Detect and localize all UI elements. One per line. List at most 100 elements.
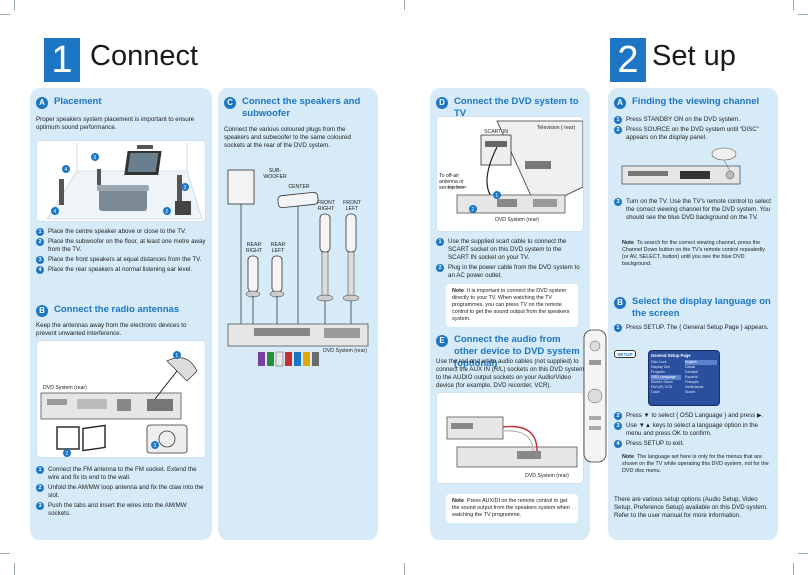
page2-title: Set up [652,40,736,72]
menu-options: English Dansk Deutsch Español Français N… [685,360,717,395]
svg-text:4: 4 [53,209,56,215]
audio-note: Note Press AUX/DI on the remote control … [446,494,578,523]
menu-title: General Setup Page [651,353,691,358]
svg-text:3: 3 [93,155,96,161]
svg-text:3: 3 [153,443,156,449]
language-heading: B Select the display language on the scr… [614,296,774,320]
section-badge: D [436,97,448,109]
audio-illustration: DVD System (rear) [436,392,584,484]
section-title: Connect the audio from other device to D… [454,334,580,369]
section-badge: A [36,97,48,109]
crop-mark [0,553,10,554]
remote-illustration [580,326,610,466]
list-item: Suomi [685,390,696,394]
crop-mark [793,0,794,10]
device-label: DVD System (rear) [525,473,569,479]
antennas-intro: Keep the antennas away from the electron… [36,322,187,337]
list-item: Dansk [685,365,696,369]
section-badge: B [36,305,48,317]
fold-mark [404,563,405,575]
subwoofer-label: SUB-WOOFER [263,168,287,180]
list-item: Español [685,375,698,379]
section-title: Select the display language on the scree… [632,296,771,319]
section-title: Connect the DVD system to TV [454,96,579,119]
svg-text:2: 2 [471,207,474,213]
menu-items: Disc Lock Display Dim Program OSD Langua… [651,360,681,395]
speakers-intro: Connect the various coloured plugs from … [224,126,351,149]
device-label: DVD System (rear) [323,348,367,354]
television-label: Television ( rear) [536,125,576,131]
crop-mark [0,14,10,15]
center-label: CENTER [288,184,310,190]
placement-intro: Proper speakers system placement is impo… [36,116,195,131]
svg-text:4: 4 [64,167,67,173]
list-item: Deutsch [685,370,699,374]
svg-text:3: 3 [183,185,186,191]
svg-text:1: 1 [175,353,178,359]
crop-mark [793,563,794,575]
list-item: Disc Lock [651,360,667,364]
rear-right-label: REAR RIGHT [245,242,263,254]
crop-mark [14,0,15,10]
crop-mark [798,553,808,554]
svg-text:2: 2 [165,209,168,215]
language-note: Note The language set here is only for t… [622,454,769,474]
list-item: Program [651,370,665,374]
section-title: Placement [54,96,102,107]
section-badge: E [436,335,448,347]
list-item: Display Dim [651,365,671,369]
crop-mark [14,563,15,575]
svg-text:1: 1 [495,193,498,199]
list-item: Screen Saver [651,380,673,384]
device-label: DVD System (rear) [495,217,539,223]
antennas-heading: B Connect the radio antennas [36,304,206,317]
off-air-label: To off-air antenna or set-top box [439,173,465,191]
fold-mark [404,0,405,10]
placement-heading: A Placement [36,96,206,109]
room-illustration: 4 3 3 2 4 [36,140,206,222]
list-item: OSD Language [651,375,681,380]
front-left-label: FRONT LEFT [343,200,361,212]
setup-key: SETUP [614,350,636,358]
channel-note: Note To search for the correct viewing c… [622,240,765,267]
page1-title: Connect [90,40,199,72]
front-right-label: FRONT RIGHT [317,200,335,212]
section-title: Finding the viewing channel [632,96,760,107]
scart-in-label: SCART IN [483,129,509,135]
tv-illustration: 2 1 SCART IN Television ( rear) To off-a… [436,116,584,232]
speakers-heading: C Connect the speakers and subwoofer [224,96,374,120]
tv-note: Note It is important to connect the DVD … [446,284,578,327]
rear-left-label: REAR LEFT [270,242,286,254]
list-item: Français [685,380,699,384]
section-badge: C [224,97,236,109]
audio-heading: E Connect the audio from other device to… [436,334,586,370]
antenna-illustration: DVD System (rear) 1 2 3 [36,340,206,458]
section-badge: B [614,297,626,309]
crop-mark [798,14,808,15]
page2-number: 2 [610,38,646,82]
page1-number: 1 [44,38,80,82]
section-title: Connect the speakers and subwoofer [242,96,361,119]
section-title: Connect the radio antennas [54,304,180,315]
setup-panel [608,88,778,540]
